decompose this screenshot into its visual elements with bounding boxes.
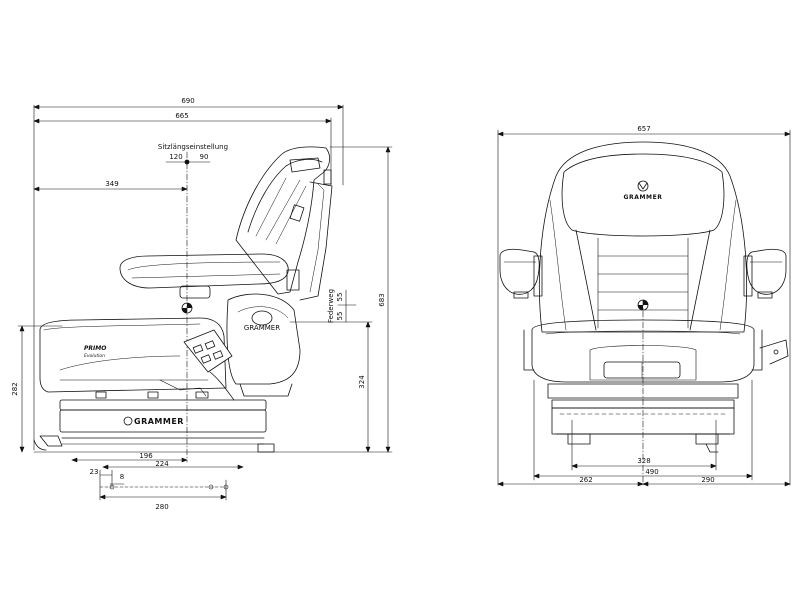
seat-base-side: PRIMO Evolution [39,317,235,401]
dim-665: 665 [175,112,188,120]
base-brand: GRAMMER [134,417,184,426]
dim-280: 280 [155,503,168,511]
dim-683: 683 [378,293,386,306]
backrest-brand: GRAMMER [623,194,662,201]
dim-55-a: 55 [336,312,344,321]
dim-262: 262 [579,476,592,484]
dim-55-b: 55 [336,293,344,302]
suspension-base-front [547,383,739,453]
model-subname: Evolution [84,353,105,359]
seat-cushion-front [523,319,789,383]
dim-324: 324 [358,375,366,389]
suspension-housing-side: GRAMMER [226,293,301,397]
front-dimension-text: 657 328 490 262 290 [579,125,714,484]
dim-290: 290 [701,476,714,484]
dim-490: 490 [645,468,658,476]
dim-224: 224 [155,460,169,468]
front-view: GRAMMER [497,125,791,487]
dim-690: 690 [181,97,194,105]
backrest-side [235,146,333,301]
dim-328: 328 [637,457,650,465]
housing-brand: GRAMMER [244,324,280,332]
label-suspension-travel: Federweg [327,289,335,323]
side-dimension-text: 690 665 Sitzlängseinstellung 120 90 349 … [11,97,386,511]
dim-120: 120 [169,153,182,161]
dim-349: 349 [105,180,118,188]
seat-reference-point-icon [181,159,193,314]
dim-282: 282 [11,382,19,395]
dim-90: 90 [200,153,209,161]
armrest-left [499,248,543,299]
seat-cushion-side [119,253,289,299]
backrest-front: GRAMMER [538,141,748,333]
armrest-right [743,248,787,299]
side-dimension-lines [17,104,393,501]
front-dimension-lines [497,129,791,487]
dim-196: 196 [139,452,153,460]
side-view: GRAMMER PRIMO Evolution [11,97,393,511]
label-seat-adjust: Sitzlängseinstellung [158,143,228,151]
dim-23: 23 [90,468,99,476]
dim-8: 8 [120,473,124,481]
suspension-base-side: GRAMMER [33,391,275,453]
model-name: PRIMO [84,345,106,352]
dim-657: 657 [637,125,650,133]
grammer-logo-icon [637,180,649,192]
